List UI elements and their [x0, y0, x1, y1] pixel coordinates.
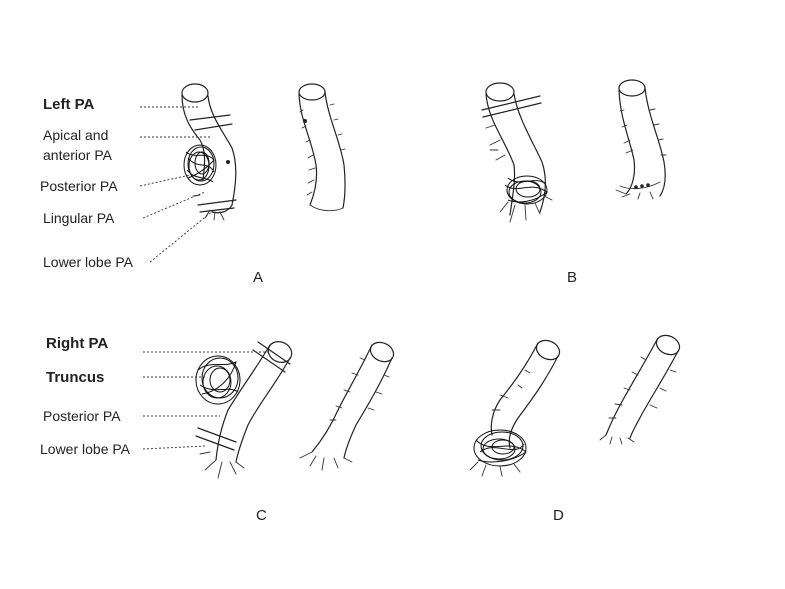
panel-label-d: D: [553, 507, 564, 524]
panel-a-vessel-after: [299, 84, 345, 211]
panel-label-a: A: [253, 269, 264, 286]
label-lower-lobe-pa-bottom: Lower lobe PA: [40, 441, 131, 457]
panel-b-knot: [505, 176, 547, 204]
label-posterior-pa-top: Posterior PA: [40, 178, 118, 194]
panel-b-vessel-with-clamp: [482, 83, 552, 222]
label-lower-lobe-pa-top: Lower lobe PA: [43, 254, 134, 270]
panel-label-b: B: [567, 269, 578, 286]
label-apical-anterior-pa-line2: anterior PA: [43, 147, 112, 163]
label-left-pa: Left PA: [43, 96, 95, 113]
panel-label-c: C: [256, 507, 267, 524]
panel-c-knot: [196, 356, 240, 404]
panel-d-vessel-after: [600, 332, 683, 444]
panel-b-vessel-after: [616, 80, 666, 199]
panel-a-knot: [184, 145, 216, 185]
panel-a-vessel-with-clamp: [182, 84, 236, 220]
panel-c-vessel-after: [300, 339, 397, 470]
panel-d-vessel-with-clamp: [470, 337, 563, 476]
panel-d-knot: [474, 430, 526, 466]
label-apical-anterior-pa-line1: Apical and: [43, 127, 109, 143]
panel-c-vessel-with-clamp: [196, 338, 295, 478]
label-truncus: Truncus: [46, 369, 105, 386]
leader-lines: [140, 107, 268, 449]
label-right-pa: Right PA: [46, 335, 109, 352]
label-posterior-pa-bottom: Posterior PA: [43, 408, 121, 424]
label-lingular-pa: Lingular PA: [43, 210, 115, 226]
